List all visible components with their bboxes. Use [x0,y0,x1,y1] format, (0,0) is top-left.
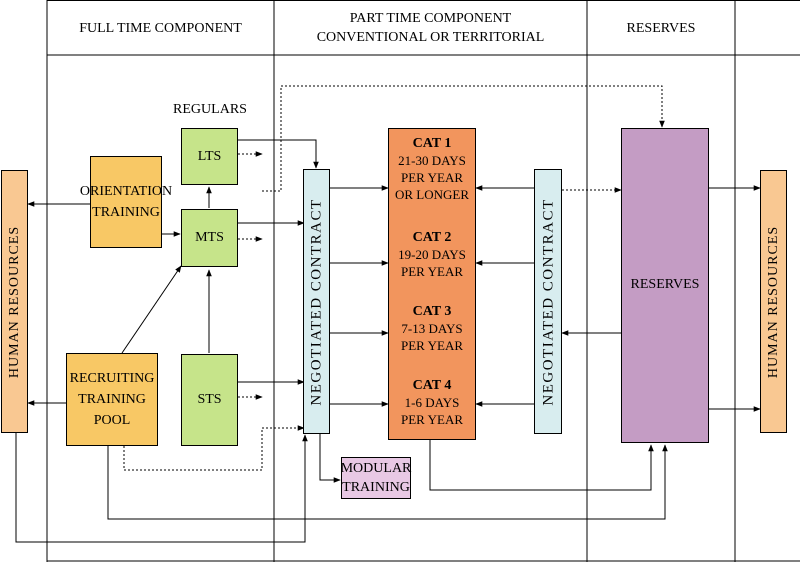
mts-box: MTS [181,209,238,267]
lts-box: LTS [181,128,238,185]
cat4-line1: 1-6 DAYS [404,395,460,410]
header-full-time-text: FULL TIME COMPONENT [79,21,242,36]
dotted-connectors [123,85,665,471]
cat1-block: CAT 1 21-30 DAYS PER YEAR OR LONGER [389,136,475,203]
cat2-block: CAT 2 19-20 DAYS PER YEAR [389,230,475,280]
recruiting-training-pool-label: RECRUITING TRAINING POOL [69,371,155,428]
negotiated-contract-left: NEGOTIATED CONTRACT [303,169,330,434]
header-part-time: PART TIME COMPONENT CONVENTIONAL OR TERR… [274,9,587,47]
cat2-title: CAT 2 [412,230,452,245]
mts-label: MTS [195,230,224,245]
cat3-line1: 7-13 DAYS [401,321,463,336]
header-reserves-text: RESERVES [626,21,696,36]
header-full-time: FULL TIME COMPONENT [47,19,274,38]
human-resources-left: HUMAN RESOURCES [1,170,28,433]
human-resources-right: HUMAN RESOURCES [760,170,787,433]
cat4-line2: PER YEAR [401,412,463,427]
lts-label: LTS [197,148,222,164]
modular-training-box: MODULAR TRAINING [341,457,411,499]
negotiated-contract-right-label: NEGOTIATED CONTRACT [540,198,557,406]
categories-column: CAT 1 21-30 DAYS PER YEAR OR LONGER CAT … [388,128,476,440]
solid-connectors [15,139,761,543]
header-part-time-line2: CONVENTIONAL OR TERRITORIAL [316,30,545,45]
cat1-line1: 21-30 DAYS [398,153,466,168]
cat3-line2: PER YEAR [401,338,463,353]
sts-label: STS [197,392,222,407]
human-resources-left-label: HUMAN RESOURCES [7,225,22,379]
orientation-training-box: ORIENTATION TRAINING [80,156,172,248]
modular-training-label: MODULAR TRAINING [340,461,412,495]
regulars-label: REGULARS [173,102,247,117]
recruiting-training-pool-box: RECRUITING TRAINING POOL [66,353,158,446]
cat4-title: CAT 4 [412,378,452,393]
cat2-line1: 19-20 DAYS [398,247,466,262]
cat1-title: CAT 1 [412,136,452,151]
cat1-line3: OR LONGER [394,187,470,202]
sts-box: STS [181,354,238,446]
grid-lines [46,0,800,562]
negotiated-contract-right: NEGOTIATED CONTRACT [534,169,562,434]
reserves-box: RESERVES [621,128,709,443]
cat4-block: CAT 4 1-6 DAYS PER YEAR [389,378,475,428]
cat3-block: CAT 3 7-13 DAYS PER YEAR [389,304,475,354]
negotiated-contract-left-label: NEGOTIATED CONTRACT [308,198,325,406]
cat1-line2: PER YEAR [401,170,463,185]
cat2-line2: PER YEAR [401,264,463,279]
orientation-training-label: ORIENTATION TRAINING [79,184,173,220]
cat3-title: CAT 3 [412,304,452,319]
reserves-box-label: RESERVES [630,277,700,292]
human-resources-right-label: HUMAN RESOURCES [766,225,781,379]
header-reserves: RESERVES [587,19,735,38]
header-part-time-line1: PART TIME COMPONENT [349,11,512,26]
